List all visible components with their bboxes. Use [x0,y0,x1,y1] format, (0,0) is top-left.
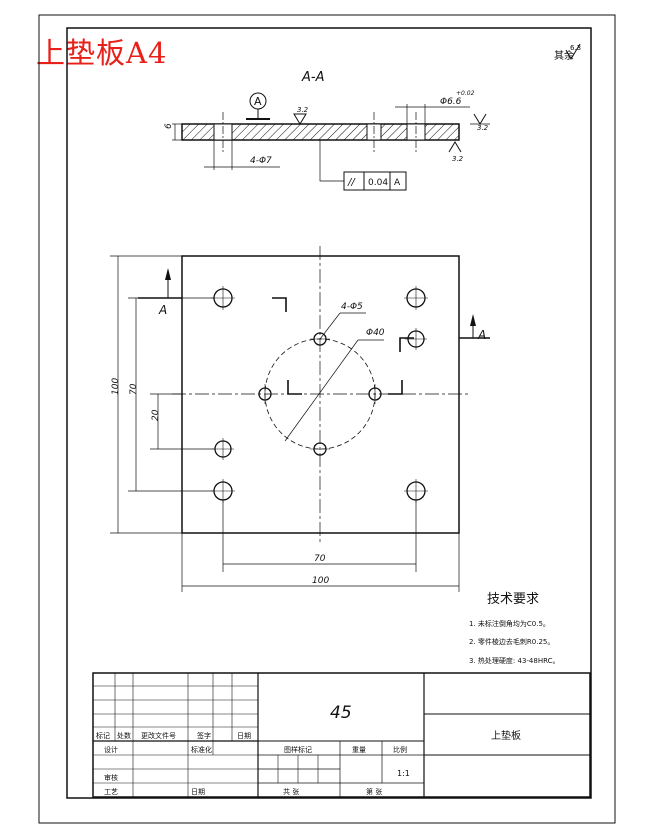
cutting-plane-mark [388,380,403,395]
plan-dim-offset: 20 [151,409,161,421]
tb-part-name: 上垫板 [491,729,521,742]
counterbore-tol: +0.02 [456,90,475,97]
plan-holes-small: 4-Φ5 [341,302,363,312]
section-label: A-A [301,70,324,85]
tb-header-ratio: 比例 [393,745,407,754]
tb-change-date: 日期 [237,732,251,740]
tolerance-symbol: // [347,177,356,188]
tb-role-standard: 标准化 [191,745,212,754]
tb-change-mark: 标记 [96,731,110,740]
outer-border [38,14,616,824]
section-thickness: 6 [164,123,174,129]
tb-role-review: 审核 [104,773,118,782]
datum-a-marker: A [246,92,270,120]
tb-sheet-number: 第 张 [366,787,382,796]
datum-a-letter: A [254,95,262,108]
cutting-plane-mark [287,380,302,395]
cutting-plane-mark [272,297,287,312]
tb-change-doc: 更改文件号 [141,731,176,740]
plan-section-mark-left: A [158,303,167,317]
section-plate [181,123,460,141]
tb-scale: 1:1 [397,769,410,778]
tolerance-value: 0.04 [368,178,388,188]
roughness-top-icon [293,113,307,125]
tb-header-stage: 图样标记 [284,745,312,754]
tb-label-date: 日期 [191,788,205,796]
section-roughness-right: 3.2 [477,124,489,132]
roughness-symbol-icon [565,43,581,60]
tb-role-process: 工艺 [104,788,118,796]
sheet-title: 上垫板A4 [36,36,168,70]
tech-item: 1. 未标注倒角均为C0.5。 [469,619,550,628]
tech-title: 技术要求 [487,592,539,607]
plan-plate [181,255,460,534]
inner-border [66,27,592,799]
tech-requirements: 技术要求 1. 未标注倒角均为C0.5。 2. 零件棱边去毛刺R0.25。 3.… [469,592,560,665]
plan-view: Φ40 4-Φ5 [110,246,490,592]
title-block [92,672,591,798]
title-block-text: 标记 处数 更改文件号 签字 日期 设计 标准化 审核 工艺 日期 45 图样标… [96,703,521,796]
roughness-other-value: 6.3 [570,44,581,52]
roughness-other: 其余 6.3 [554,43,581,62]
roughness-right-icon [473,113,487,125]
tolerance-datum: A [394,178,401,188]
section-holes-callout: 4-Φ7 [250,156,272,166]
section-roughness-top: 3.2 [297,106,309,114]
tb-header-weight: 重量 [352,746,366,754]
tech-item: 2. 零件棱边去毛刺R0.25。 [469,637,554,646]
cutting-plane-mark [399,337,414,352]
plan-section-mark-right: A [477,328,486,342]
section-roughness-bottom: 3.2 [452,155,464,163]
section-view: A-A 6 A 3.2 Φ6.6 [164,70,490,191]
tb-material: 45 [330,703,352,723]
tolerance-frame: // 0.04 A [343,171,407,191]
tech-item: 3. 热处理硬度: 43-48HRC。 [469,656,560,665]
tb-role-design: 设计 [104,745,118,754]
tb-sheet-count: 共 张 [283,787,299,796]
plan-dim-width-total: 100 [312,576,329,586]
tb-change-count: 处数 [117,731,131,740]
plan-dim-width-holes: 70 [314,554,326,564]
tb-change-sign: 签字 [197,731,211,740]
plan-dim-height-holes: 70 [129,383,139,395]
section-arrow-left: A [138,268,182,317]
section-arrow-right: A [459,314,490,342]
counterbore-dia: Φ6.6 [440,97,462,107]
plan-dim-height-total: 100 [111,378,121,395]
roughness-other-label: 其余 [554,49,574,62]
roughness-bottom-icon [448,141,462,153]
plan-pcd: Φ40 [366,328,385,338]
